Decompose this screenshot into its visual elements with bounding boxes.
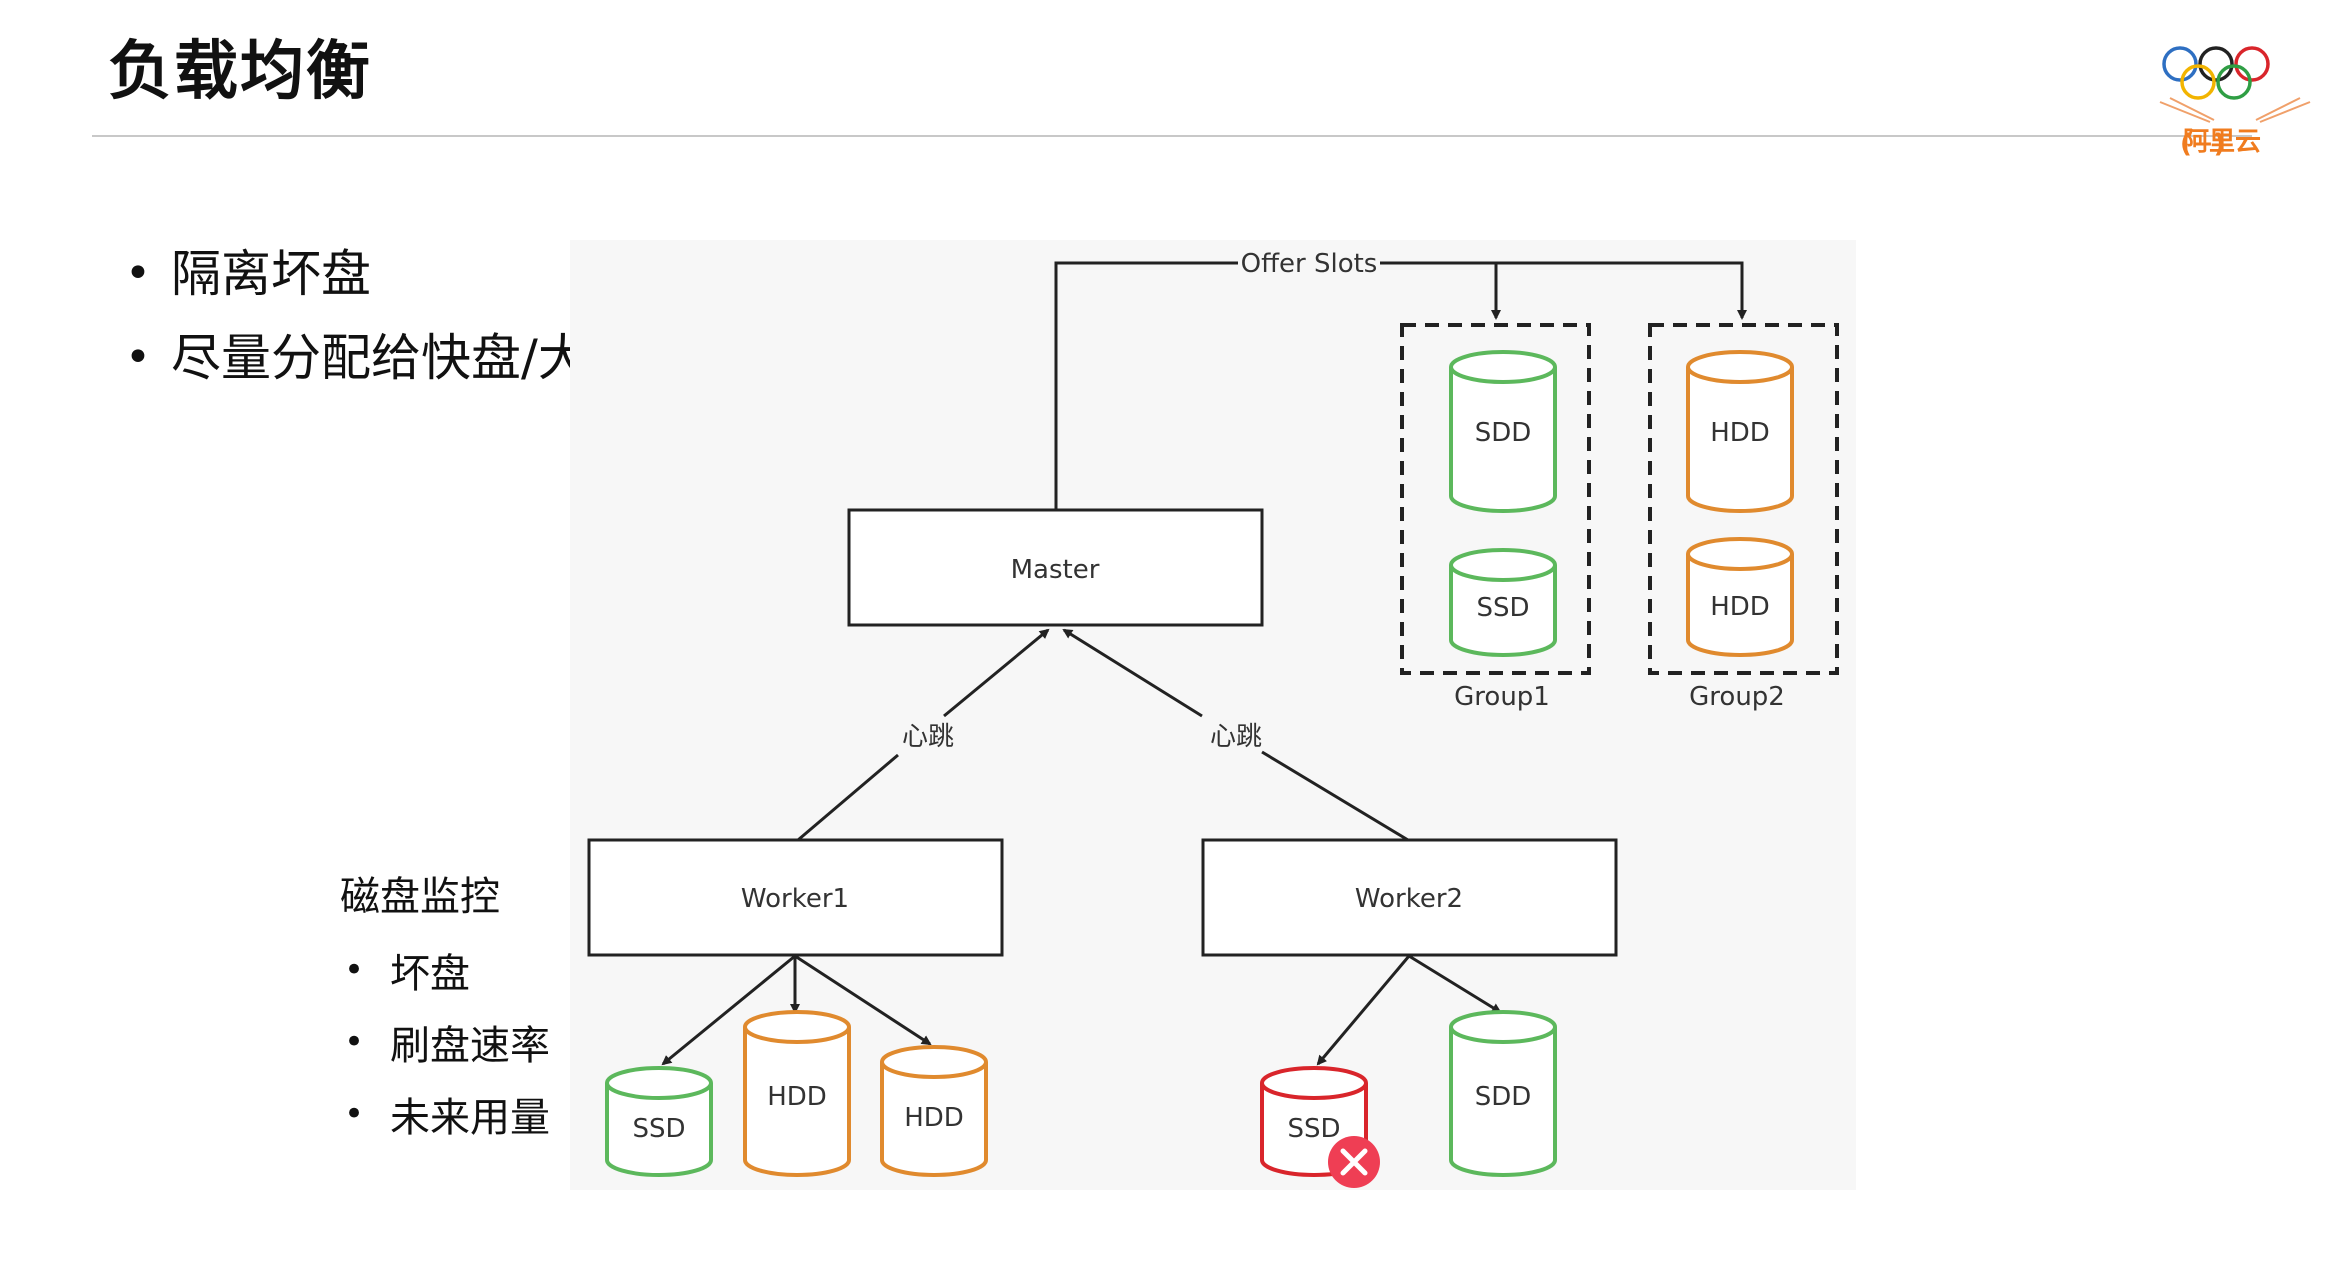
master-node [847, 508, 1264, 627]
svg-text:SDD: SDD [1475, 418, 1532, 448]
group1-box [1400, 323, 1591, 675]
offer-line-group2 [1380, 261, 1747, 320]
master-label: Master [1011, 555, 1100, 585]
disk-cylinder: SDD [1449, 350, 1557, 513]
group1-label: Group1 [1454, 682, 1550, 712]
heartbeat-line [797, 753, 899, 842]
offer-line [1054, 261, 1238, 510]
group2-label: Group2 [1689, 682, 1785, 712]
bullet-item: •尽量分配给快盘/大盘 [125, 329, 638, 387]
logo-brand-text: 阿里云 [2183, 127, 2261, 157]
disk-cylinder: SSD [1449, 548, 1557, 657]
monitor-item: •坏盘 [344, 950, 470, 997]
disk-monitor-heading: 磁盘监控 [340, 874, 500, 920]
offer-slots-label: Offer Slots [1241, 249, 1378, 279]
olympic-aliyun-logo: 阿里云 (−) [2159, 46, 2311, 159]
heartbeat-label-2: 心跳 [1210, 722, 1262, 752]
heartbeat-label-1: 心跳 [902, 722, 954, 752]
disk-cylinder: HDD [880, 1045, 988, 1177]
heartbeat-arrow [943, 628, 1050, 718]
svg-text:HDD: HDD [904, 1103, 964, 1133]
disk-cylinder: SSD [605, 1066, 713, 1177]
svg-text:(−): (−) [2180, 129, 2226, 159]
svg-text:HDD: HDD [767, 1082, 827, 1112]
disk-link [661, 954, 796, 1066]
page-title: 负载均衡 [108, 35, 372, 109]
disk-cylinder: HDD [1686, 350, 1794, 513]
disk-cylinder: HDD [743, 1010, 851, 1177]
svg-text:HDD: HDD [1710, 418, 1770, 448]
svg-text:SDD: SDD [1475, 1082, 1532, 1112]
svg-text:SSD: SSD [632, 1114, 685, 1144]
svg-text:SSD: SSD [1476, 593, 1529, 623]
disk-link [1408, 954, 1502, 1014]
worker2-label: Worker2 [1355, 884, 1463, 914]
main-bullet-list: •隔离坏盘 •尽量分配给快盘/大盘 [125, 232, 638, 400]
group2-box [1648, 323, 1839, 675]
disk-cylinder: SDD [1449, 1010, 1557, 1177]
error-icon [1328, 1136, 1380, 1188]
monitor-item: •刷盘速率 [344, 1022, 550, 1069]
disk-cylinder: HDD [1686, 537, 1794, 657]
worker1-label: Worker1 [741, 884, 849, 914]
disk-link [1316, 955, 1411, 1066]
worker1-node [587, 838, 1004, 957]
title-divider [92, 135, 2252, 137]
worker2-node [1201, 838, 1618, 957]
svg-text:HDD: HDD [1710, 592, 1770, 622]
heartbeat-line [1261, 750, 1409, 842]
disk-link [794, 954, 932, 1046]
disk-monitor-block: 磁盘监控 •坏盘 •刷盘速率 •未来用量 [340, 864, 550, 1150]
bullet-item: •隔离坏盘 [125, 245, 371, 303]
heartbeat-arrow [1062, 628, 1203, 718]
monitor-item: •未来用量 [344, 1094, 550, 1141]
svg-text:SSD: SSD [1287, 1114, 1340, 1144]
